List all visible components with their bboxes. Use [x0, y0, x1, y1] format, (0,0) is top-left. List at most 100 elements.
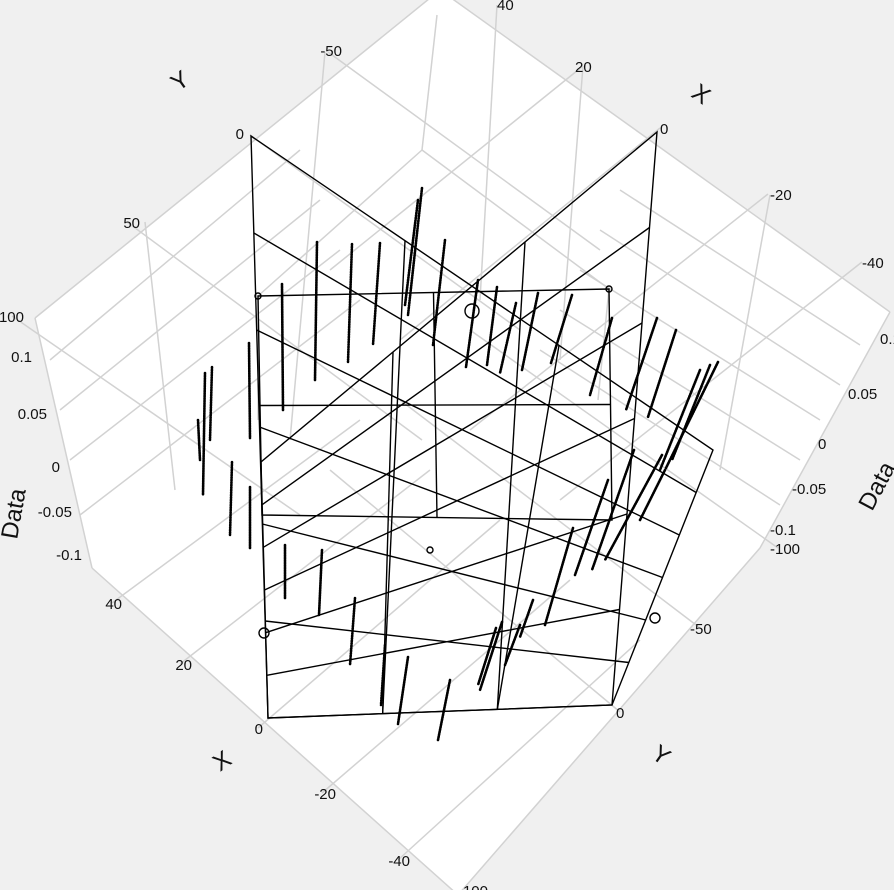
data-point-column	[573, 478, 610, 577]
grid-line	[34, 0, 429, 319]
x-tick-label-bottom: -40	[388, 853, 410, 870]
data-point-column	[247, 341, 252, 440]
grid-line	[69, 249, 341, 461]
x-tick-label-top: 20	[575, 59, 592, 76]
grid-line	[539, 349, 781, 506]
data-point-column	[436, 678, 452, 742]
data-point-column	[485, 285, 499, 367]
grid-line	[469, 329, 779, 549]
x-tick-label-top: 40	[497, 0, 514, 14]
grid-line	[11, 315, 301, 516]
grid-line	[257, 519, 501, 729]
x-tick-label-bottom: 20	[175, 657, 192, 674]
y-tick-label-bottom: -50	[690, 621, 712, 638]
data-point-column	[590, 448, 636, 572]
x-tick-label-bottom: 0	[255, 721, 263, 738]
data-point-column	[196, 418, 202, 462]
slice-plane-x-line	[265, 513, 628, 634]
grid-line	[34, 317, 93, 569]
grid-lines	[11, 0, 891, 890]
z-axis-label-left: Data	[0, 486, 32, 541]
x-axis-label-top: X	[687, 79, 716, 110]
data-point-column	[638, 468, 667, 522]
y-tick-label-bottom: 0	[616, 705, 624, 722]
grid-line	[421, 14, 438, 151]
marker-circle	[649, 612, 661, 624]
data-point-column	[313, 240, 319, 382]
data-point-column	[670, 363, 712, 462]
y-axis-label-bottom: Y	[647, 740, 676, 771]
z-tick-label-right: 0	[818, 436, 826, 453]
marker-circle	[426, 546, 434, 554]
grid-line	[619, 189, 861, 346]
slice-plane-y-line	[496, 345, 560, 710]
y-tick-label-bottom: -100	[770, 541, 800, 558]
marker-circle	[258, 627, 270, 639]
data-point-column	[371, 241, 382, 347]
data-point-column	[431, 238, 447, 347]
grid-line	[469, 193, 769, 431]
data-point-column	[346, 242, 354, 364]
slice-plane-x-line	[261, 226, 650, 506]
data-point-column	[520, 291, 540, 372]
grid-line	[599, 229, 841, 386]
data-point-column	[464, 278, 480, 369]
slice-plane-z-edge	[257, 288, 613, 521]
grid-line	[559, 309, 801, 461]
x-tick-label-top: 0	[660, 121, 668, 138]
slice-plane-x-line	[264, 417, 635, 591]
x-tick-label-top: -40	[862, 255, 884, 272]
grid-line	[421, 149, 610, 290]
x-axis-label-bottom: X	[208, 746, 237, 777]
z-tick-label-right: -0.05	[792, 481, 826, 498]
grid-line	[399, 127, 661, 341]
z-tick-label-right: -0.1	[770, 522, 796, 539]
slice-plane-x-line	[262, 322, 643, 548]
grid-line	[479, 4, 498, 301]
grid-line	[126, 221, 423, 441]
slice-plane-x-line	[266, 608, 620, 677]
data-point-column	[280, 282, 285, 412]
data-point-column	[543, 526, 575, 627]
grid-line	[759, 311, 891, 549]
data-point-column	[403, 198, 420, 307]
z-axis-label-right: Data	[853, 457, 894, 515]
x-tick-label-top: -20	[770, 187, 792, 204]
data-point-column	[603, 453, 664, 562]
data-point-column	[317, 548, 324, 617]
grid-line	[452, 0, 891, 313]
data-point-column	[208, 365, 214, 442]
data-points	[196, 186, 720, 742]
grid-line	[329, 65, 584, 271]
marker-circle	[605, 285, 613, 293]
data-point-column	[478, 620, 504, 692]
grid-line	[579, 269, 821, 421]
grid-line	[329, 469, 621, 713]
z-tick-label-left: 0.05	[18, 406, 47, 423]
grid-line	[91, 567, 454, 890]
data-point-column	[406, 186, 424, 317]
y-tick-label-top: 50	[123, 215, 140, 232]
grid-line	[289, 51, 326, 441]
data-point-column	[588, 316, 614, 397]
data-point-column	[476, 626, 498, 687]
grid-line	[559, 65, 584, 361]
z-tick-label-left: -0.05	[38, 504, 72, 521]
data-point-column	[658, 368, 702, 472]
slice-plane-x-line	[496, 241, 526, 710]
z-tick-label-right: 0.05	[848, 386, 877, 403]
y-tick-label-top: 100	[0, 309, 24, 326]
slice-plane-y-line	[256, 329, 680, 536]
slice-planes	[250, 130, 714, 719]
axes-box-background	[35, 0, 890, 890]
data-point-column	[518, 598, 535, 639]
data-point-column	[549, 293, 574, 365]
z-tick-label-right: 0.1	[880, 331, 894, 348]
y-axis-label-top: Y	[166, 66, 195, 97]
marker-circle	[254, 292, 262, 300]
grid-line	[397, 639, 641, 861]
grid-line	[399, 399, 701, 629]
data-point-column	[396, 655, 410, 726]
